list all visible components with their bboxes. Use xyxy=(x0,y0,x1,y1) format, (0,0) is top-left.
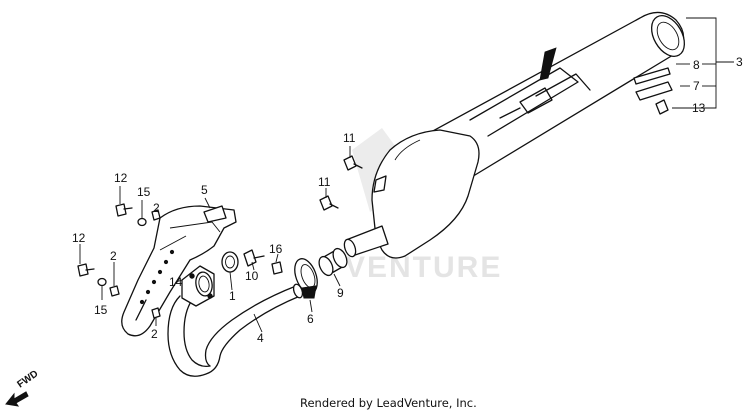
muffler xyxy=(343,11,686,259)
callout-12-upper: 12 xyxy=(114,171,128,185)
part-10-bolt xyxy=(243,249,265,267)
callout-11-upper: 11 xyxy=(343,131,356,145)
callout-2-upper: 2 xyxy=(153,201,160,215)
part-5-heat-guard xyxy=(121,205,237,337)
callout-14: 14 xyxy=(169,275,183,289)
callout-2-lower: 2 xyxy=(110,249,117,263)
callout-6: 6 xyxy=(307,312,314,326)
watermark-text: VENTURE xyxy=(345,251,502,284)
callout-15-lower: 15 xyxy=(94,303,108,317)
fwd-label: FWD xyxy=(15,368,40,390)
callout-16: 16 xyxy=(269,242,283,256)
render-credit: Rendered by LeadVenture, Inc. xyxy=(300,396,477,410)
part-16-nut xyxy=(271,261,283,275)
callout-2-bottom: 2 xyxy=(151,327,158,341)
callout-4: 4 xyxy=(257,331,264,345)
callout-5: 5 xyxy=(201,183,208,197)
callout-labels: 3 8 7 13 11 11 5 12 15 2 12 2 15 2 14 1 … xyxy=(72,55,743,345)
part-9-gasket xyxy=(318,247,348,277)
direction-arrow-icon xyxy=(5,391,29,407)
part-14-flange xyxy=(181,265,215,307)
part-1-gasket xyxy=(221,251,239,273)
callout-3: 3 xyxy=(736,55,743,69)
part-6-clamp xyxy=(294,258,318,299)
callout-12-lower: 12 xyxy=(72,231,86,245)
callout-9: 9 xyxy=(337,286,344,300)
fwd-arrow: FWD xyxy=(5,368,40,407)
callout-7: 7 xyxy=(693,79,700,93)
callout-11-lower: 11 xyxy=(318,175,331,189)
callout-13: 13 xyxy=(692,101,706,115)
fasteners xyxy=(77,67,673,319)
callout-15-upper: 15 xyxy=(137,185,151,199)
callout-10: 10 xyxy=(245,269,259,283)
part-4-exhaust-pipe xyxy=(167,283,304,377)
callout-8: 8 xyxy=(693,58,700,72)
leader-lines xyxy=(79,17,734,333)
callout-1: 1 xyxy=(229,289,236,303)
